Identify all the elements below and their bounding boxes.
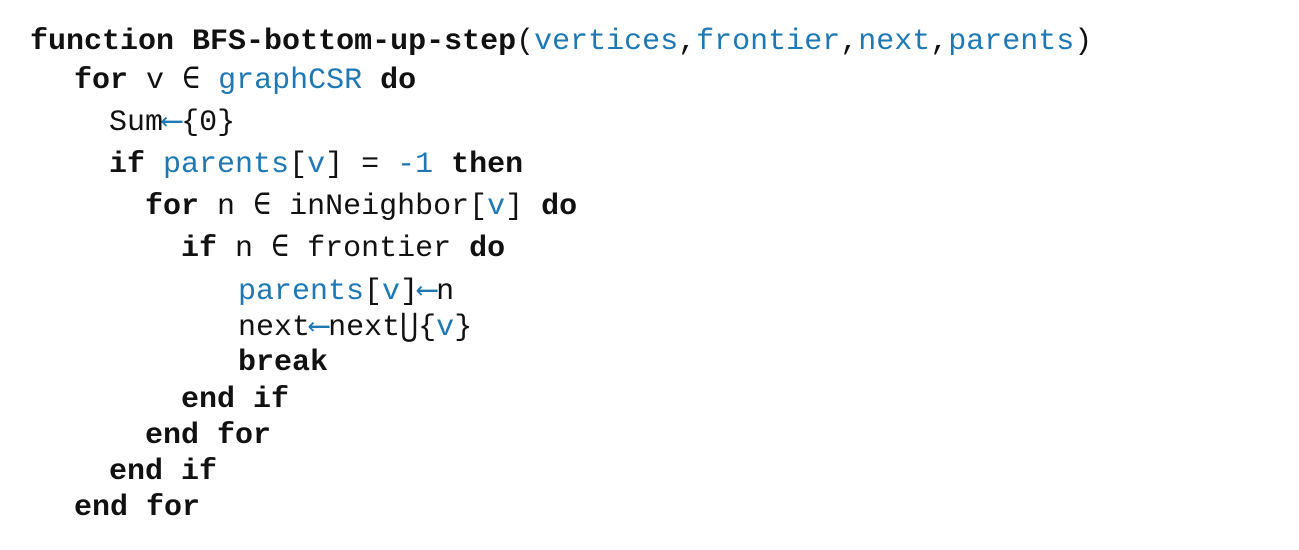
code-token: inNeighbor[ bbox=[271, 190, 488, 224]
highlight-token: v bbox=[307, 148, 326, 182]
keyword-token: if bbox=[109, 148, 146, 182]
keyword-token: do bbox=[541, 190, 578, 224]
keyword-token: for bbox=[145, 190, 200, 224]
highlight-token: next bbox=[858, 25, 931, 59]
keyword-token: function bbox=[30, 25, 175, 59]
code-line: end for bbox=[145, 418, 271, 454]
code-token bbox=[145, 148, 163, 182]
keyword-token: break bbox=[238, 346, 329, 380]
code-token: n bbox=[436, 275, 455, 309]
assign-arrow: ⟵ bbox=[310, 311, 329, 345]
keyword-token: end if bbox=[109, 455, 218, 489]
code-token: , bbox=[840, 25, 859, 59]
assign-arrow: ⟵ bbox=[418, 275, 437, 309]
code-line: break bbox=[238, 345, 328, 381]
code-token bbox=[433, 148, 451, 182]
keyword-token: BFS-bottom-up-step bbox=[192, 25, 517, 59]
code-token: v bbox=[128, 64, 183, 98]
keyword-token: end for bbox=[145, 419, 272, 453]
keyword-token: for bbox=[74, 64, 129, 98]
highlight-token: graphCSR bbox=[218, 64, 363, 98]
code-token bbox=[174, 25, 192, 59]
assign-arrow: ⟵ bbox=[163, 106, 182, 140]
keyword-token: if bbox=[181, 232, 218, 266]
code-line: if parents[v] = -1 then bbox=[109, 147, 523, 183]
math-symbol: ∈ bbox=[182, 64, 201, 98]
highlight-token: v bbox=[487, 190, 506, 224]
keyword-token: end if bbox=[181, 383, 290, 417]
math-symbol: ∈ bbox=[271, 232, 290, 266]
code-line: for v ∈ graphCSR do bbox=[74, 63, 416, 99]
code-token: next bbox=[328, 311, 401, 345]
code-token: ( bbox=[516, 25, 535, 59]
math-symbol: ∈ bbox=[253, 190, 272, 224]
highlight-token: vertices bbox=[534, 25, 679, 59]
highlight-token: frontier bbox=[696, 25, 841, 59]
math-symbol: ⋃ bbox=[400, 311, 419, 345]
keyword-token: do bbox=[469, 232, 506, 266]
code-line: end if bbox=[181, 382, 289, 418]
code-line: function BFS-bottom-up-step(vertices,fro… bbox=[30, 24, 1092, 60]
code-token: , bbox=[930, 25, 949, 59]
code-token: ] = bbox=[325, 148, 398, 182]
highlight-token: v bbox=[382, 275, 401, 309]
highlight-token: parents bbox=[163, 148, 290, 182]
code-token: , bbox=[678, 25, 697, 59]
code-token: ) bbox=[1074, 25, 1093, 59]
code-token: } bbox=[454, 311, 473, 345]
code-token: n bbox=[217, 232, 272, 266]
highlight-token: parents bbox=[948, 25, 1075, 59]
code-line: end for bbox=[74, 490, 200, 526]
code-line: parents[v]⟵n bbox=[238, 274, 454, 310]
code-token: Sum bbox=[109, 106, 164, 140]
code-line: Sum⟵{0} bbox=[109, 105, 235, 141]
code-line: if n ∈ frontier do bbox=[181, 231, 505, 267]
code-token: [ bbox=[289, 148, 308, 182]
code-token bbox=[200, 64, 218, 98]
highlight-token: v bbox=[436, 311, 455, 345]
code-token: { bbox=[418, 311, 437, 345]
code-token: {0} bbox=[181, 106, 236, 140]
code-token: next bbox=[238, 311, 311, 345]
code-token: ] bbox=[400, 275, 419, 309]
code-token: frontier bbox=[289, 232, 470, 266]
highlight-token: parents bbox=[238, 275, 365, 309]
code-token: ] bbox=[505, 190, 542, 224]
keyword-token: end for bbox=[74, 491, 201, 525]
code-token: [ bbox=[364, 275, 383, 309]
code-token: n bbox=[199, 190, 254, 224]
code-line: end if bbox=[109, 454, 217, 490]
code-line: next⟵next⋃{v} bbox=[238, 310, 472, 346]
keyword-token: do bbox=[380, 64, 417, 98]
highlight-token: -1 bbox=[397, 148, 434, 182]
code-line: for n ∈ inNeighbor[v] do bbox=[145, 189, 577, 225]
keyword-token: then bbox=[451, 148, 524, 182]
code-token bbox=[362, 64, 380, 98]
